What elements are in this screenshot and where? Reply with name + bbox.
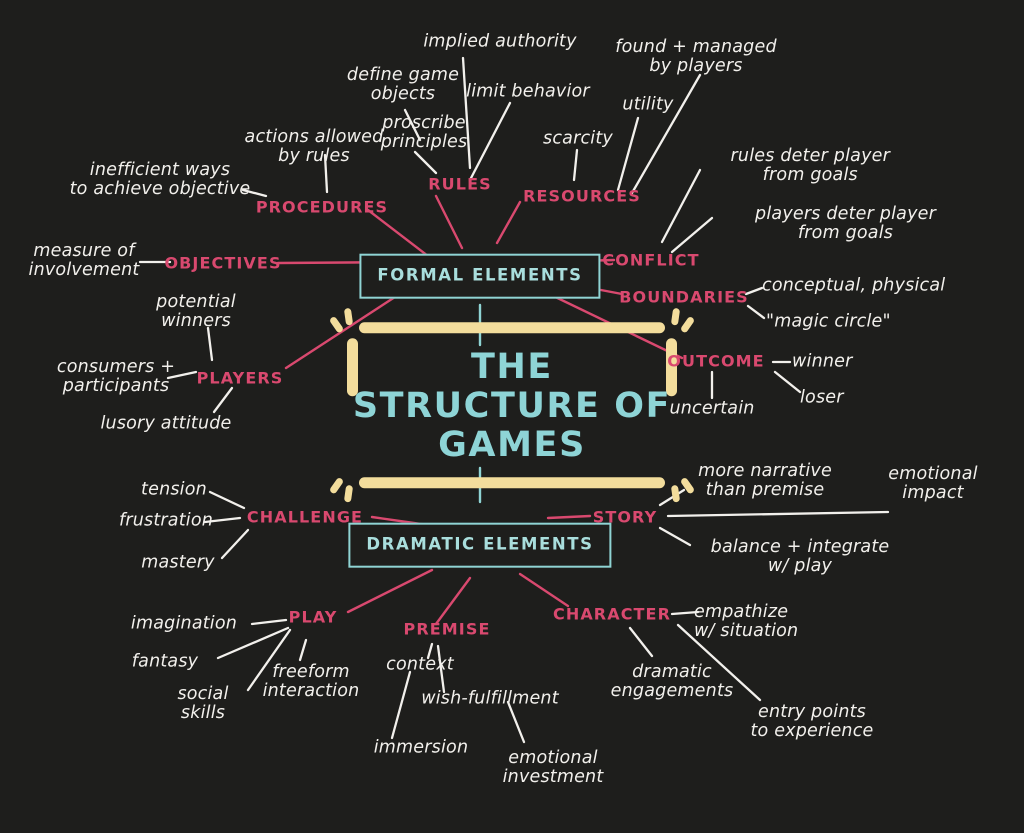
leaf-conceptual-physical: conceptual, physical	[762, 275, 946, 296]
branch-premise[interactable]: PREMISE	[403, 619, 491, 639]
leaf-wish-fulfillment: wish-fulfillment	[421, 688, 559, 709]
leaf-scarcity: scarcity	[543, 128, 613, 149]
leaf-fantasy: fantasy	[131, 651, 199, 672]
leaf-proscribe-principles: proscribe principles	[380, 113, 468, 152]
branch-conflict[interactable]: CONFLICT	[602, 250, 700, 270]
leaf-mastery: mastery	[141, 552, 215, 573]
plaque-bar-bottom	[359, 476, 665, 488]
leaf-freeform-interaction: freeform interaction	[262, 662, 360, 701]
leaf-lusory-attitude: lusory attitude	[100, 413, 232, 434]
leaf-context: context	[386, 654, 454, 675]
branch-play[interactable]: PLAY	[288, 607, 338, 627]
leaf-frustration: frustration	[118, 510, 214, 531]
plaque-bar-top	[359, 322, 665, 334]
page-title: THE STRUCTURE OF GAMES	[352, 347, 672, 466]
branch-challenge[interactable]: CHALLENGE	[246, 507, 364, 527]
leaf-loser: loser	[800, 387, 844, 408]
leaf-empathize-with-situation: empathize w/ situation	[694, 602, 799, 641]
leaf-winner: winner	[792, 351, 853, 372]
leaf-uncertain: uncertain	[669, 398, 755, 419]
leaf-limit-behavior: limit behavior	[466, 81, 590, 102]
leaf-measure-of-involvement: measure of involvement	[28, 241, 140, 280]
branch-outcome[interactable]: OUTCOME	[667, 351, 765, 371]
leaf-found-managed-by-players: found + managed by players	[615, 37, 777, 76]
branch-boundaries[interactable]: BOUNDARIES	[619, 287, 749, 307]
branch-players[interactable]: PLAYERS	[196, 368, 284, 388]
leaf-players-deter-player: players deter player from goals	[755, 204, 936, 243]
leaf-entry-points-to-experience: entry points to experience	[750, 702, 874, 741]
leaf-balance-integrate: balance + integrate w/ play	[710, 537, 890, 576]
center-title-plaque: THE STRUCTURE OF GAMES	[328, 307, 696, 503]
leaf-imagination: imagination	[130, 613, 238, 634]
branch-character[interactable]: CHARACTER	[552, 604, 672, 624]
plaque-bar-right	[666, 338, 677, 397]
leaf-emotional-impact: emotional impact	[888, 464, 978, 503]
leaf-immersion: immersion	[373, 737, 469, 758]
leaf-emotional-investment: emotional investment	[502, 748, 604, 787]
plaque-bar-left	[347, 338, 358, 397]
leaf-more-narrative-than-premise: more narrative than premise	[698, 461, 832, 500]
leaf-rules-deter-player: rules deter player from goals	[730, 146, 890, 185]
leaf-potential-winners: potential winners	[156, 292, 236, 331]
hub-formal-elements[interactable]: FORMAL ELEMENTS	[359, 253, 601, 299]
branch-resources[interactable]: RESOURCES	[523, 186, 641, 206]
branch-rules[interactable]: RULES	[428, 174, 492, 194]
leaf-inefficient-ways: inefficient ways to achieve objective	[69, 160, 251, 199]
leaf-actions-allowed-by-rules: actions allowed by rules	[244, 127, 384, 166]
leaf-utility: utility	[622, 94, 674, 115]
leaf-implied-authority: implied authority	[423, 31, 577, 52]
sparkle-icon	[679, 476, 696, 495]
hub-dramatic-elements[interactable]: DRAMATIC ELEMENTS	[348, 522, 612, 568]
branch-procedures[interactable]: PROCEDURES	[255, 197, 389, 217]
leaf-consumers-participants: consumers + participants	[56, 357, 176, 396]
leaf-dramatic-engagements: dramatic engagements	[610, 662, 734, 701]
sparkle-icon	[328, 315, 345, 334]
branch-objectives[interactable]: OBJECTIVES	[164, 253, 282, 273]
leaf-tension: tension	[141, 479, 207, 500]
leaf-define-game-objects: define game objects	[346, 65, 460, 104]
branch-story[interactable]: STORY	[592, 507, 658, 527]
sparkle-icon	[328, 476, 345, 495]
leaf-magic-circle: "magic circle"	[766, 311, 891, 332]
sparkle-icon	[679, 315, 696, 334]
leaf-social-skills: social skills	[177, 684, 229, 723]
